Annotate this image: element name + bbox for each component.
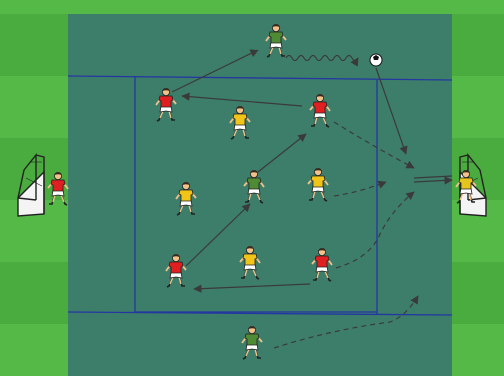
playing-zone bbox=[68, 14, 452, 376]
ball-icon bbox=[370, 54, 382, 66]
